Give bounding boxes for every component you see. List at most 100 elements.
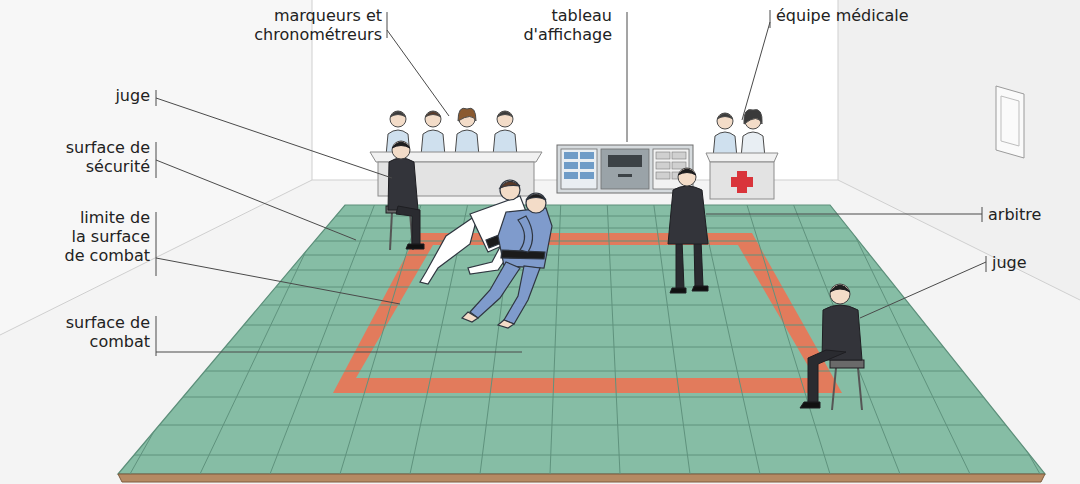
- callout-label: limite de la surface de combat: [62, 208, 150, 265]
- scorer-head: [425, 111, 441, 127]
- score-cell: [672, 162, 686, 169]
- white-judoka-hair: [500, 181, 520, 188]
- score-cell: [564, 172, 578, 179]
- stool-leg: [858, 368, 862, 410]
- leader-line: [156, 316, 522, 356]
- leader-line: [156, 142, 356, 240]
- callout-label: arbitre: [988, 205, 1078, 224]
- safety-area: [118, 205, 1045, 474]
- stool-seat: [830, 360, 864, 368]
- score-cell: [656, 172, 670, 179]
- mat-tile-lines: [0, 0, 1080, 474]
- judge-shoe: [800, 402, 820, 408]
- judge-legs: [808, 350, 846, 402]
- blue-judoka-arm: [518, 216, 533, 252]
- score-cell: [580, 172, 594, 179]
- judge-legs: [396, 206, 420, 244]
- tile-line: [60, 0, 582, 474]
- medical-team: [713, 110, 765, 158]
- score-cell: [580, 152, 594, 159]
- scorer-hair: [497, 112, 513, 118]
- referee-shoe: [670, 288, 686, 293]
- leader-line: [706, 207, 982, 222]
- scorer-hair: [390, 112, 406, 118]
- tile-line: [0, 455, 1080, 456]
- referee-leg: [694, 240, 703, 286]
- score-cell: [564, 152, 578, 159]
- referee-shoe: [692, 286, 708, 291]
- right-judge: [800, 284, 864, 410]
- tile-line: [130, 0, 582, 474]
- tile-line: [0, 347, 1080, 348]
- judge-hair: [830, 285, 850, 292]
- scorer-hair: [425, 112, 441, 118]
- wall-corner: [838, 0, 839, 180]
- judge-jacket: [388, 158, 418, 210]
- scorer-head: [390, 111, 406, 127]
- judokas: [420, 180, 552, 328]
- scoreboard: [557, 145, 693, 193]
- white-judoka-head: [500, 180, 520, 200]
- leader-line: [156, 212, 400, 304]
- judoka-foot: [462, 312, 478, 322]
- leader-lines: [156, 10, 986, 356]
- tile-line: [582, 0, 900, 474]
- red-cross: [731, 177, 753, 187]
- scorer-head: [497, 111, 513, 127]
- tile-line: [582, 0, 620, 474]
- leader-line: [627, 12, 628, 142]
- leader-line: [860, 256, 986, 318]
- score-cell: [580, 162, 594, 169]
- medic-hair: [744, 110, 762, 124]
- tile-line: [550, 0, 582, 474]
- blue-judoka-leg: [504, 266, 540, 324]
- tile-line: [0, 287, 1080, 288]
- callout-label: surface de combat: [60, 313, 150, 351]
- referee-head: [678, 168, 696, 186]
- medical-table-top: [706, 153, 778, 162]
- judge-head: [830, 284, 850, 304]
- scoreboard-timer: [601, 149, 649, 189]
- medic-hair: [717, 114, 733, 120]
- callout-label: surface de sécurité: [50, 138, 150, 176]
- callout-label: marqueurs et chronométreurs: [212, 6, 382, 44]
- stool-leg: [390, 212, 392, 250]
- left-judge: [386, 141, 424, 250]
- blue-judoka-jacket: [498, 208, 552, 268]
- blue-judoka-hair: [526, 194, 546, 200]
- referee-hair: [678, 169, 696, 175]
- leader-line: [387, 12, 449, 116]
- mat-edge: [118, 474, 1045, 482]
- back-wall: [312, 0, 838, 180]
- callout-label: juge: [992, 253, 1077, 272]
- tile-line: [270, 0, 582, 474]
- right-wall: [838, 0, 1080, 300]
- tile-line: [0, 397, 1080, 398]
- tile-line: [582, 0, 830, 474]
- score-cell: [656, 152, 670, 159]
- tile-line: [340, 0, 582, 474]
- referee: [668, 168, 708, 293]
- tile-line: [410, 0, 582, 474]
- blue-judoka-head: [526, 193, 546, 213]
- timer-display: [608, 155, 642, 167]
- tile-line: [582, 0, 1040, 474]
- tile-line: [0, 425, 1080, 426]
- score-cell: [672, 152, 686, 159]
- stool-leg: [832, 368, 836, 410]
- judge-head: [392, 141, 410, 159]
- judge-hair: [392, 142, 410, 148]
- tile-line: [480, 0, 582, 474]
- referee-leg: [676, 240, 684, 288]
- scoreboard-frame: [557, 145, 693, 193]
- tile-line: [582, 0, 970, 474]
- medic-head: [717, 113, 733, 129]
- scorer-hair: [458, 108, 476, 121]
- leader-line: [156, 90, 392, 178]
- judge-shoe: [406, 244, 424, 249]
- callout-label: juge: [80, 86, 150, 105]
